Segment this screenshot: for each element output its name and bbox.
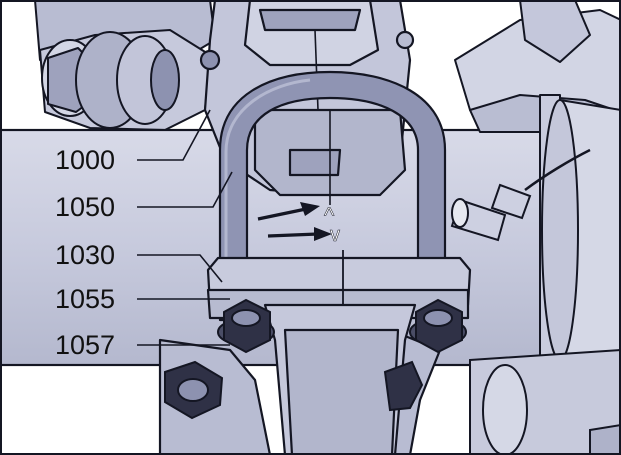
lower-cylinder-right xyxy=(469,348,621,455)
sensor-cable xyxy=(450,148,591,242)
background-bracket-right xyxy=(454,0,621,366)
leader-1050 xyxy=(137,171,233,208)
callout-label-1055: 1055 xyxy=(55,284,116,314)
nut-right xyxy=(409,298,467,354)
leader-1030 xyxy=(137,254,223,283)
callout-label-1000: 1000 xyxy=(55,145,116,175)
callout-label-1030: 1030 xyxy=(55,240,116,270)
lower-hidden-nuts xyxy=(164,360,424,420)
leader-1000 xyxy=(137,109,211,161)
callout-label-1057: 1057 xyxy=(55,330,116,360)
alignment-arrows xyxy=(257,202,332,241)
upper-alignment-mark: ^ xyxy=(324,203,335,228)
lower-alignment-mark: v xyxy=(330,224,340,246)
background-hinge-assembly xyxy=(34,0,216,131)
callout-label-1050: 1050 xyxy=(55,192,116,222)
callout-leaders xyxy=(137,109,233,346)
nut-left xyxy=(217,298,275,354)
